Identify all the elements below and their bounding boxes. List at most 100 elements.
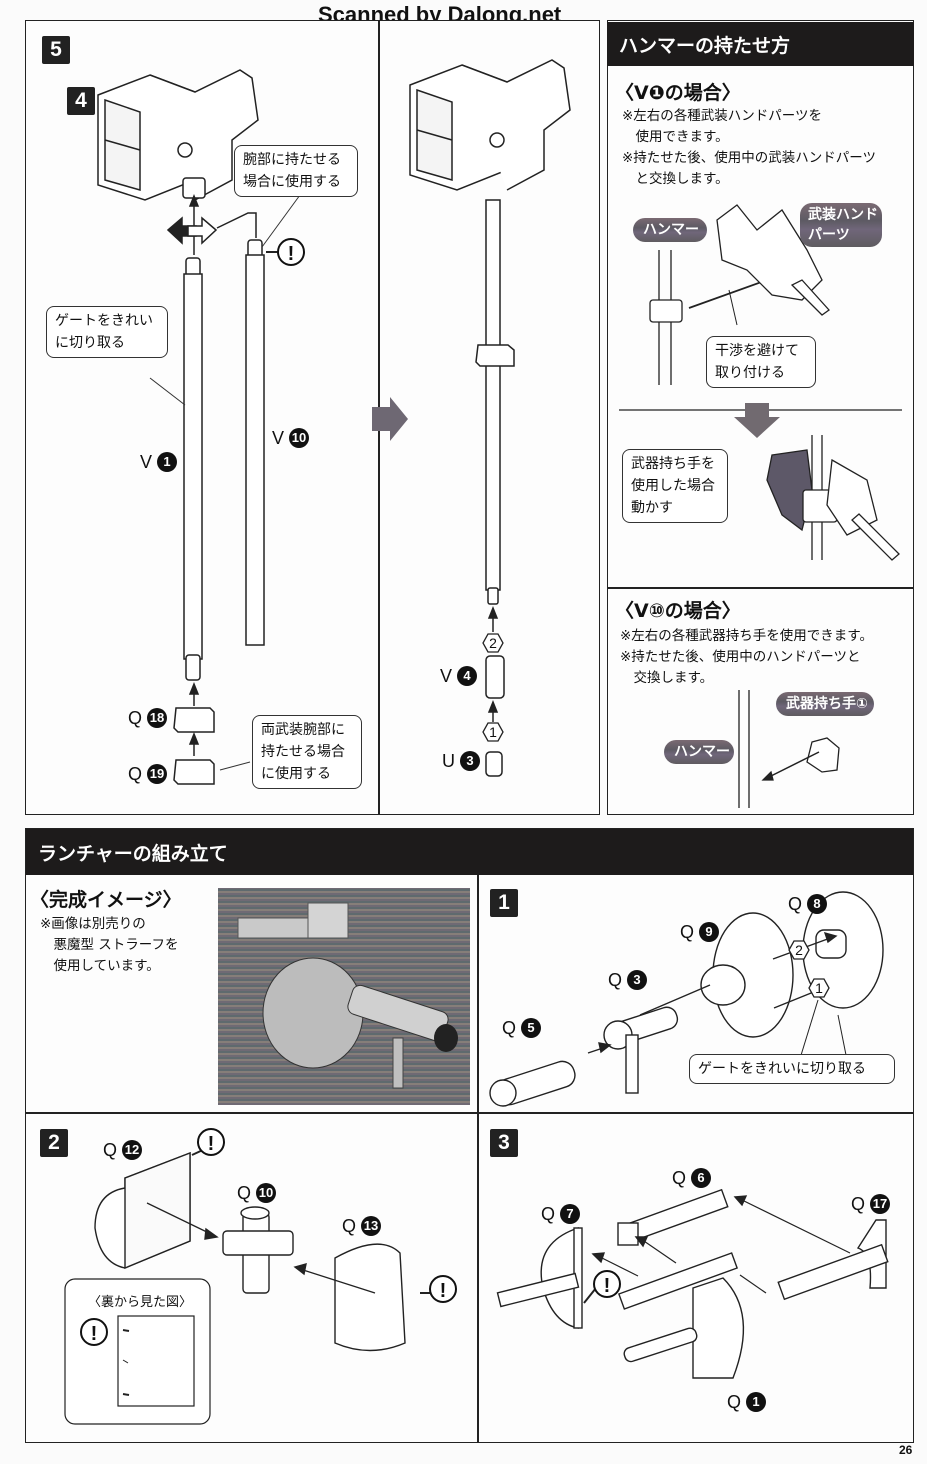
launcher-title: ランチャーの組み立て xyxy=(26,829,913,875)
launcher-step3-illustration xyxy=(496,1188,889,1379)
shoulder-part-left xyxy=(97,69,259,201)
rod-v10 xyxy=(245,239,265,646)
warning-icon: ! xyxy=(277,238,305,266)
part-blocks-q18-q19 xyxy=(173,681,215,785)
part-letter: Q xyxy=(680,922,695,942)
part-letter: Q xyxy=(727,1392,742,1412)
sub-step4-number: 4 xyxy=(67,87,95,115)
preview-notes: ※画像は別売りの 悪魔型 ストラーフを 使用しています。 xyxy=(40,914,178,977)
part-letter: Q xyxy=(128,708,143,728)
note-line: ※左右の各種武器持ち手を使用できます。 xyxy=(620,628,873,644)
part-letter: V xyxy=(440,666,453,686)
part-letter: U xyxy=(442,751,455,771)
launcher-vdivider xyxy=(477,875,479,1442)
part-number: 3 xyxy=(627,970,648,990)
step5-left-illustration xyxy=(97,69,301,785)
weapon-grip-pill: 武器持ち手① xyxy=(776,692,874,716)
hammer-v10-illustration xyxy=(738,690,840,808)
hammer-pill: ハンマー xyxy=(633,218,707,242)
launcher-step2-number: 2 xyxy=(40,1129,68,1157)
pill-line: パーツ xyxy=(808,227,850,243)
preview-heading: 〈完成イメージ〉 xyxy=(30,889,182,911)
case-v10-heading: 〈V⑩の場合〉 xyxy=(615,600,741,622)
part-letter: Q xyxy=(608,970,623,990)
note-line: 使用できます。 xyxy=(622,129,729,145)
note-line: 交換します。 xyxy=(620,670,714,686)
part-number: 19 xyxy=(147,764,168,784)
part-letter: Q xyxy=(342,1216,357,1236)
part-letter: Q xyxy=(672,1168,687,1188)
case-v1-heading: 〈V❶の場合〉 xyxy=(615,82,741,104)
callout-avoid-interference: 干渉を避けて 取り付ける xyxy=(706,336,816,388)
part-number: 1 xyxy=(746,1392,767,1412)
part-letter: Q xyxy=(788,894,803,914)
note-line: 使用しています。 xyxy=(40,958,160,974)
callout-line: ゲートをきれい xyxy=(55,313,153,329)
launcher-step3-number: 3 xyxy=(490,1129,518,1157)
part-letter: Q xyxy=(851,1194,866,1214)
part-number: 9 xyxy=(699,922,720,942)
part-number: 3 xyxy=(460,751,480,771)
part-number: 10 xyxy=(256,1183,277,1203)
callout-line: 両武装腕部に xyxy=(261,722,345,738)
step5-number: 5 xyxy=(42,36,70,64)
hammer-pill-v10: ハンマー xyxy=(664,740,734,764)
hammer-title: ハンマーの持たせ方 xyxy=(607,22,914,66)
part-number: 6 xyxy=(691,1168,712,1188)
note-line: 悪魔型 ストラーフを xyxy=(40,937,179,953)
callout-line: 使用した場合 xyxy=(631,478,715,494)
callout-cut-gate: ゲートをきれい に切り取る xyxy=(46,306,168,358)
part-number: 12 xyxy=(122,1140,143,1160)
part-number: 17 xyxy=(870,1194,891,1214)
callout-line: 武器持ち手を xyxy=(631,456,715,472)
callout-arm-use: 腕部に持たせる 場合に使用する xyxy=(234,145,358,197)
step5-right-illustration xyxy=(409,59,571,777)
note-line: ※画像は別売りの xyxy=(40,916,146,932)
part-number: 18 xyxy=(147,708,168,728)
callout-line: 腕部に持たせる xyxy=(243,152,341,168)
part-number: 5 xyxy=(521,1018,542,1038)
launcher-step2-illustration xyxy=(64,1148,430,1425)
part-letter: V xyxy=(272,428,285,448)
note-line: ※持たせた後、使用中のハンドパーツと xyxy=(620,649,861,665)
order-badge-1: 1 xyxy=(482,722,504,742)
callout-pointer xyxy=(149,377,186,406)
part-letter: Q xyxy=(103,1140,118,1160)
part-letter: Q xyxy=(237,1183,252,1203)
assembly-arrows xyxy=(166,193,257,255)
part-letter: Q xyxy=(128,764,143,784)
case-v1-notes: ※左右の各種武装ハンドパーツを 使用できます。 ※持たせた後、使用中の武装ハンド… xyxy=(622,106,876,190)
callout-line: 持たせる場合 xyxy=(261,744,345,760)
callout-line: 干渉を避けて xyxy=(715,343,799,359)
hammer-v1-illustration xyxy=(619,204,902,561)
note-line: と交換します。 xyxy=(622,171,729,187)
callout-both-arms: 両武装腕部に 持たせる場合 に使用する xyxy=(252,715,362,789)
page-number: 26 xyxy=(899,1443,913,1457)
callout-line: 取り付ける xyxy=(715,365,785,381)
callout-pointer xyxy=(261,194,301,248)
note-line: ※左右の各種武装ハンドパーツを xyxy=(622,108,823,124)
warning-icon: ! xyxy=(593,1270,621,1298)
note-line: ※持たせた後、使用中の武装ハンドパーツ xyxy=(622,150,877,166)
pill-line: 武装ハンド xyxy=(808,207,878,223)
launcher-hdivider xyxy=(26,1112,913,1114)
part-number: 4 xyxy=(457,666,478,686)
armed-hand-pill: 武装ハンド パーツ xyxy=(800,203,882,247)
callout-move-grip: 武器持ち手を 使用した場合 動かす xyxy=(622,449,728,523)
callout-cut-gate-step1: ゲートをきれいに切り取る xyxy=(689,1054,895,1084)
